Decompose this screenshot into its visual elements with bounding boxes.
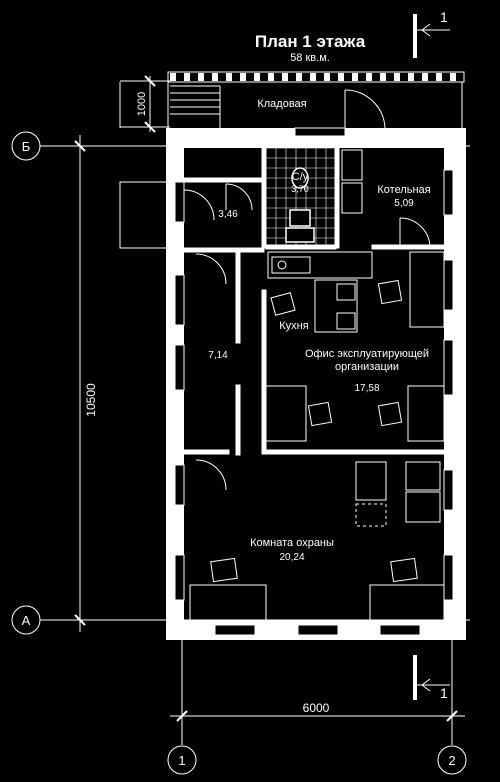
room-guard-area: 20,24 bbox=[279, 552, 304, 563]
axis-lines bbox=[40, 75, 470, 745]
axis-label-2: 2 bbox=[448, 753, 455, 768]
kitchen-sink-icon bbox=[271, 256, 311, 274]
window-bottom-1 bbox=[214, 624, 256, 636]
window-right-1 bbox=[443, 169, 454, 216]
axis-bubble-2 bbox=[437, 745, 467, 775]
window-right-2 bbox=[443, 259, 454, 311]
dim-width: 6000 bbox=[303, 701, 330, 715]
bathroom-fixtures bbox=[285, 167, 315, 243]
chair-icon bbox=[270, 292, 296, 316]
window-top-1 bbox=[294, 127, 346, 137]
sink-icon bbox=[289, 209, 311, 227]
axis-label-1: 1 bbox=[178, 753, 185, 768]
room-bath-name: С/у bbox=[292, 171, 309, 183]
axis-label-a: А bbox=[22, 613, 31, 628]
guard-furniture bbox=[189, 461, 445, 621]
room-office-name2: организации bbox=[335, 361, 399, 373]
axis-bubble-b bbox=[11, 131, 41, 161]
room-kitchen-name: Кухня bbox=[279, 320, 308, 332]
window-right-3 bbox=[443, 339, 454, 396]
section-mark-top bbox=[413, 14, 450, 58]
bathroom-tiles bbox=[265, 147, 336, 246]
axis-bubble-a bbox=[11, 605, 41, 635]
chair-icon bbox=[377, 401, 403, 427]
hall-doors bbox=[183, 183, 253, 491]
window-left-3 bbox=[174, 344, 185, 391]
window-bottom-2 bbox=[297, 624, 339, 636]
windows bbox=[174, 127, 454, 636]
window-right-4 bbox=[443, 469, 454, 511]
section-mark-bottom-label: 1 bbox=[440, 685, 448, 701]
chair-icon bbox=[377, 279, 403, 305]
chair-icon bbox=[390, 557, 418, 583]
axis-bubble-1 bbox=[167, 745, 197, 775]
room-boiler-name: Котельная bbox=[377, 184, 430, 196]
window-left-1 bbox=[174, 181, 185, 223]
porch bbox=[119, 82, 166, 249]
window-left-2 bbox=[174, 274, 185, 326]
room-boiler-area: 5,09 bbox=[394, 198, 414, 209]
toilet-icon bbox=[291, 167, 309, 189]
room-wc-area: 3,46 bbox=[218, 209, 238, 220]
boiler-equipment bbox=[341, 149, 431, 249]
window-left-5 bbox=[174, 554, 185, 601]
kitchen-furniture bbox=[267, 251, 373, 333]
section-mark-bottom bbox=[413, 655, 450, 700]
room-storage-name: Кладовая bbox=[257, 98, 306, 110]
window-bottom-3 bbox=[379, 624, 421, 636]
room-office-name1: Офис эксплуатирующей bbox=[305, 348, 429, 360]
storage-room bbox=[167, 82, 463, 130]
room-guard-name: Комната охраны bbox=[250, 537, 334, 549]
room-corridor-area: 7,14 bbox=[208, 350, 228, 361]
window-right-5 bbox=[443, 554, 454, 601]
office-furniture bbox=[265, 251, 445, 442]
axis-label-b: Б bbox=[22, 139, 31, 154]
canopy-hatch bbox=[167, 71, 465, 83]
shower-tray-icon bbox=[285, 227, 315, 243]
interior-walls bbox=[183, 147, 445, 456]
window-left-4 bbox=[174, 464, 185, 506]
section-mark-top-label: 1 bbox=[440, 9, 448, 25]
room-bath-area: 3,70 bbox=[291, 184, 309, 194]
dim-height: 10500 bbox=[84, 383, 98, 417]
chair-icon bbox=[210, 557, 238, 583]
chair-icon bbox=[307, 401, 333, 427]
room-office-area: 17,58 bbox=[354, 383, 379, 394]
plan-title: План 1 этажа bbox=[255, 32, 366, 51]
plan-area-total: 58 кв.м. bbox=[290, 52, 330, 64]
dim-porch: 1000 bbox=[136, 92, 148, 116]
